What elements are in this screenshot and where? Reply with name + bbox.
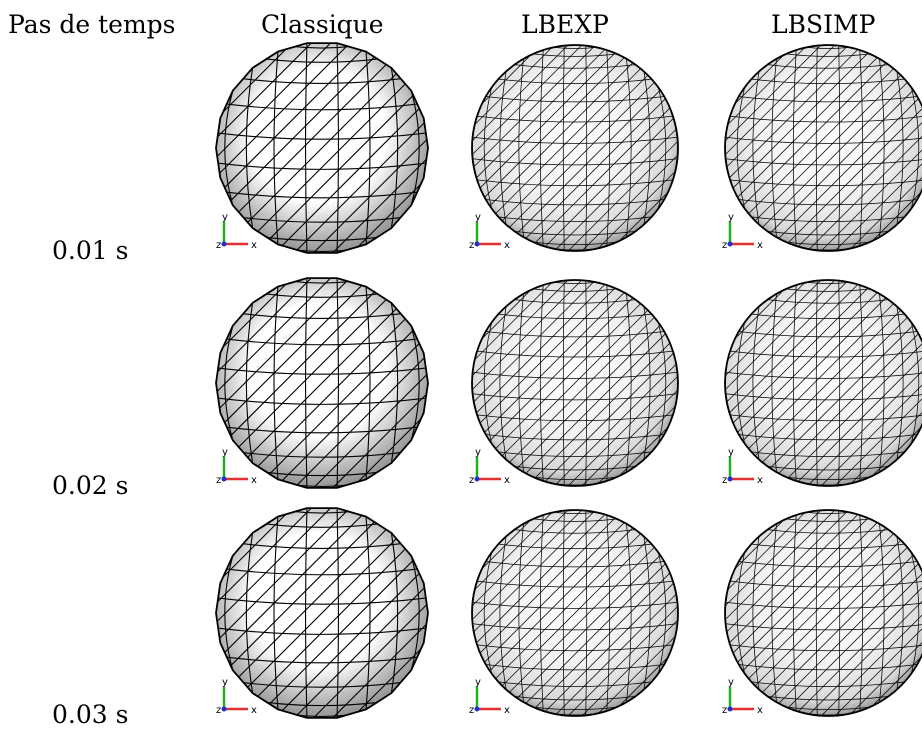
sphere-mesh-classique: y x z bbox=[215, 507, 429, 719]
axis-z-dot bbox=[221, 241, 227, 247]
mesh-outline bbox=[215, 277, 429, 489]
axis-z-dot bbox=[474, 706, 480, 712]
axis-triad: y x z bbox=[216, 212, 257, 251]
axis-x-label: x bbox=[757, 240, 763, 251]
row-label-2: 0.02 s bbox=[52, 471, 129, 500]
axis-y-label: y bbox=[475, 677, 481, 688]
mesh-cell-r1-classique: y x z bbox=[212, 40, 432, 260]
mesh-outline bbox=[215, 42, 429, 254]
sphere-mesh-classique: y x z bbox=[215, 42, 429, 254]
axis-z-dot bbox=[474, 241, 480, 247]
mesh-wireframe bbox=[216, 43, 428, 253]
header-col-classique: Classique bbox=[261, 10, 384, 39]
mesh-cell-r2-lbsimp: y x z bbox=[718, 275, 922, 495]
axis-triad: y x z bbox=[469, 212, 510, 251]
axis-y-label: y bbox=[222, 677, 228, 688]
axis-triad: y x z bbox=[469, 677, 510, 716]
axis-x-label: x bbox=[504, 705, 510, 716]
axis-triad: y x z bbox=[722, 677, 763, 716]
axis-z-dot bbox=[221, 706, 227, 712]
axis-z-label: z bbox=[216, 705, 221, 716]
axis-z-label: z bbox=[722, 240, 727, 251]
mesh-cell-r1-lbexp: y x z bbox=[465, 40, 685, 260]
axis-z-dot bbox=[727, 241, 733, 247]
axis-y-label: y bbox=[728, 212, 734, 223]
mesh-outline bbox=[724, 509, 922, 717]
axis-y-label: y bbox=[728, 447, 734, 458]
sphere-mesh-lbexp: y x z bbox=[469, 509, 679, 717]
mesh-outline bbox=[471, 44, 679, 252]
axis-triad: y x z bbox=[722, 212, 763, 251]
axis-z-label: z bbox=[469, 705, 474, 716]
sphere-mesh-classique: y x z bbox=[215, 277, 429, 489]
axis-x-label: x bbox=[251, 475, 257, 486]
mesh-cell-r2-classique: y x z bbox=[212, 275, 432, 495]
axis-z-dot bbox=[474, 476, 480, 482]
mesh-cell-r3-lbexp: y x z bbox=[465, 505, 685, 725]
mesh-outline bbox=[471, 279, 679, 487]
axis-y-label: y bbox=[222, 447, 228, 458]
axis-triad: y x z bbox=[722, 447, 763, 486]
row-label-3: 0.03 s bbox=[52, 700, 129, 729]
axis-x-label: x bbox=[251, 705, 257, 716]
axis-y-label: y bbox=[222, 212, 228, 223]
sphere-mesh-lbexp: y x z bbox=[469, 44, 679, 252]
mesh-cell-r2-lbexp: y x z bbox=[465, 275, 685, 495]
mesh-outline bbox=[471, 509, 679, 717]
mesh-outline bbox=[724, 44, 922, 252]
axis-z-label: z bbox=[722, 475, 727, 486]
sphere-mesh-lbsimp: y x z bbox=[722, 509, 922, 717]
axis-z-label: z bbox=[216, 475, 221, 486]
sphere-mesh-lbsimp: y x z bbox=[722, 279, 922, 487]
axis-triad: y x z bbox=[216, 447, 257, 486]
mesh-cell-r1-lbsimp: y x z bbox=[718, 40, 922, 260]
row-label-1: 0.01 s bbox=[52, 236, 129, 265]
sphere-mesh-lbexp: y x z bbox=[469, 279, 679, 487]
axis-x-label: x bbox=[251, 240, 257, 251]
mesh-wireframe bbox=[472, 510, 678, 716]
axis-triad: y x z bbox=[216, 677, 257, 716]
sphere-mesh-lbsimp: y x z bbox=[722, 44, 922, 252]
axis-z-dot bbox=[727, 476, 733, 482]
axis-z-label: z bbox=[216, 240, 221, 251]
axis-x-label: x bbox=[757, 475, 763, 486]
mesh-cell-r3-classique: y x z bbox=[212, 505, 432, 725]
axis-triad: y x z bbox=[469, 447, 510, 486]
mesh-cell-r3-lbsimp: y x z bbox=[718, 505, 922, 725]
mesh-outline bbox=[215, 507, 429, 719]
axis-z-dot bbox=[221, 476, 227, 482]
header-row-label: Pas de temps bbox=[8, 10, 176, 39]
axis-z-dot bbox=[727, 706, 733, 712]
header-col-lbsimp: LBSIMP bbox=[771, 10, 876, 39]
mesh-wireframe bbox=[472, 45, 678, 251]
axis-y-label: y bbox=[475, 212, 481, 223]
axis-y-label: y bbox=[728, 677, 734, 688]
axis-y-label: y bbox=[475, 447, 481, 458]
axis-z-label: z bbox=[469, 475, 474, 486]
header-col-lbexp: LBEXP bbox=[521, 10, 609, 39]
mesh-outline bbox=[724, 279, 922, 487]
axis-x-label: x bbox=[504, 475, 510, 486]
axis-z-label: z bbox=[469, 240, 474, 251]
axis-z-label: z bbox=[722, 705, 727, 716]
axis-x-label: x bbox=[757, 705, 763, 716]
axis-x-label: x bbox=[504, 240, 510, 251]
